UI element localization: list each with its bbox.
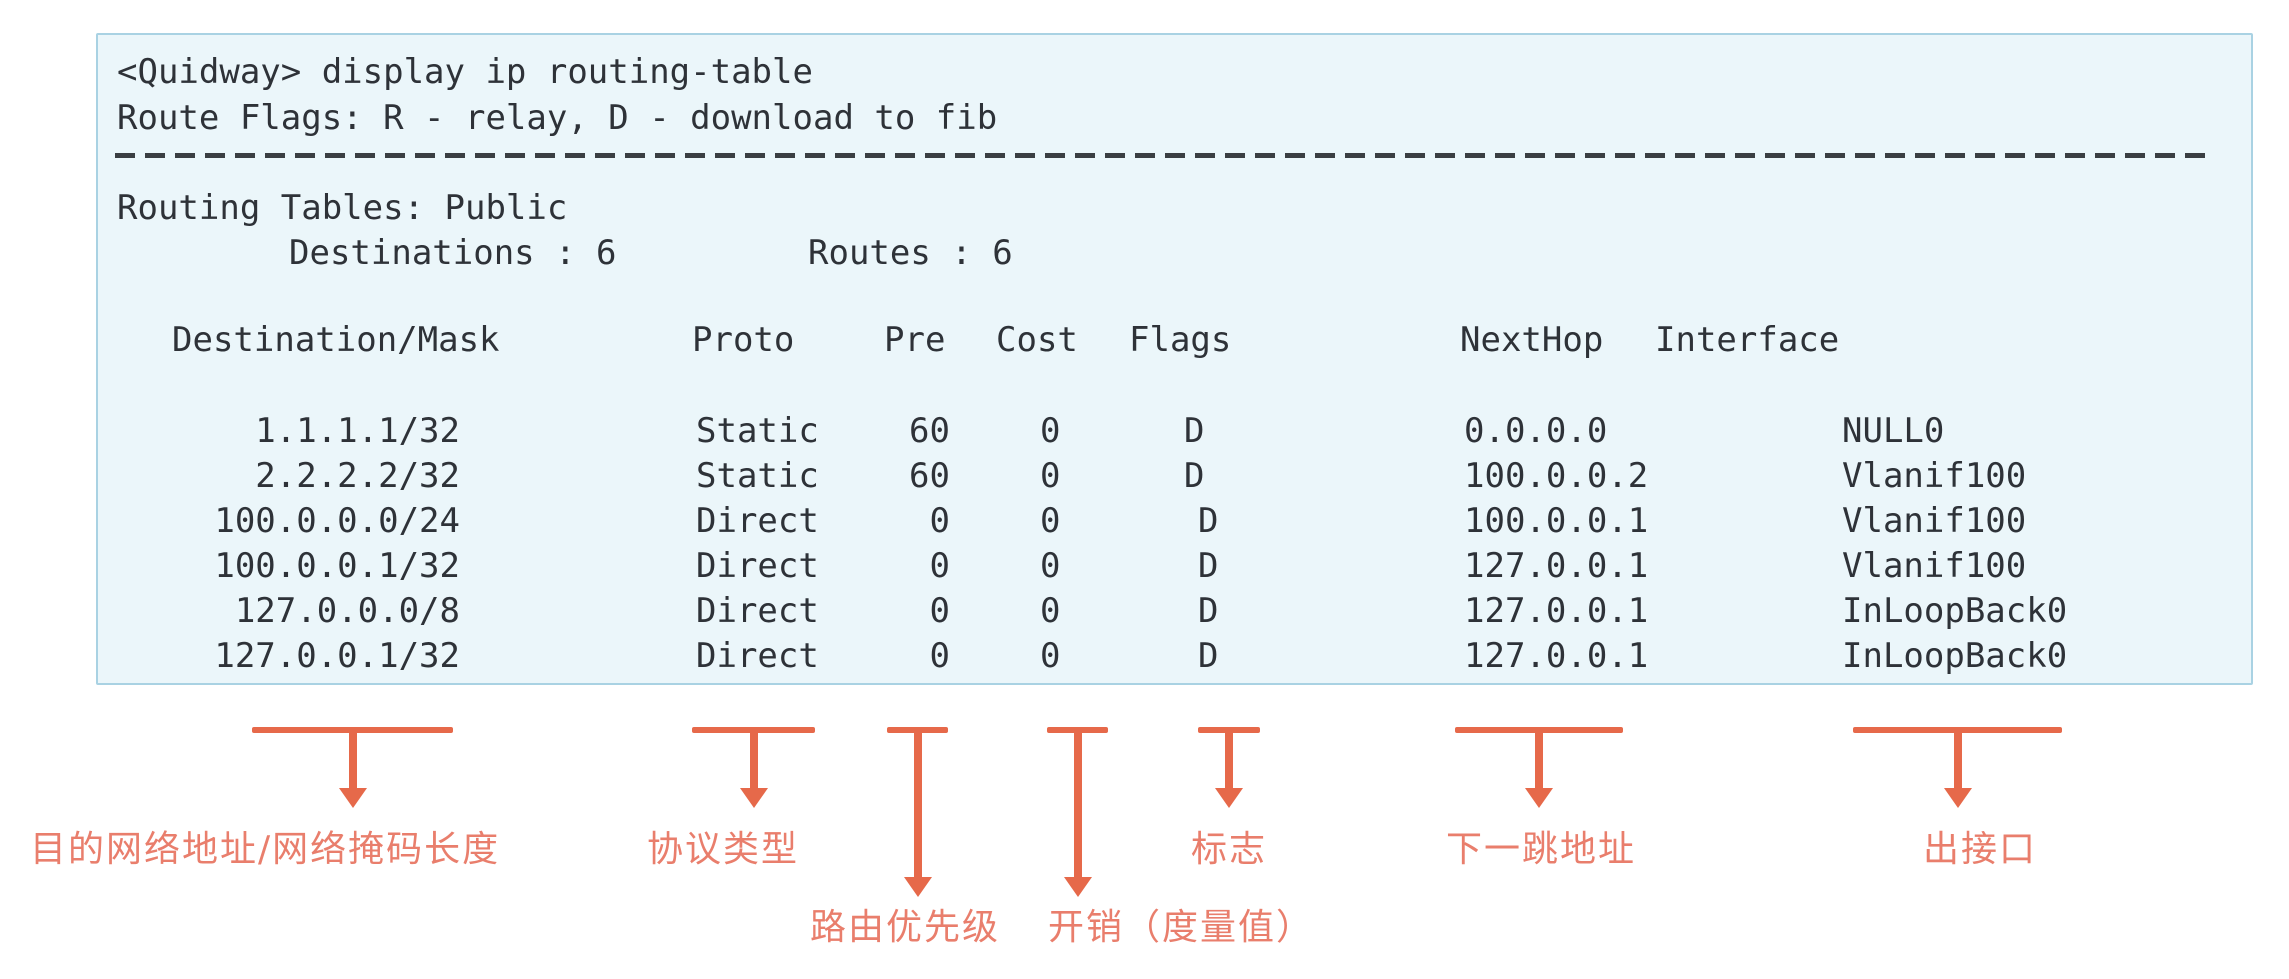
interface-cell: NULL0 [1842,411,1945,451]
bracket-bar [1853,727,2062,733]
proto-cell: Static [696,456,819,496]
header-cost: Cost [996,320,1078,360]
nexthop-cell: 127.0.0.1 [1464,591,1649,631]
proto-cell: Direct [696,546,819,586]
header-destination-mask: Destination/Mask [172,320,500,360]
header-interface: Interface [1655,320,1840,360]
flags-cell: D [1198,546,1219,586]
bracket-bar [692,727,815,733]
annotation-arrow-nexthop [1455,727,1623,808]
annotation-label-dest-mask: 目的网络地址/网络掩码长度 [30,829,501,870]
cost-cell: 0 [1040,546,1061,586]
bracket-bar [1198,727,1260,733]
header-flags: Flags [1129,320,1232,360]
annotation-arrow-proto [692,727,815,808]
nexthop-cell: 127.0.0.1 [1464,636,1649,676]
annotation-label-nexthop: 下一跳地址 [1446,829,1637,870]
table-row: 127.0.0.0/8 Direct 0 0 D 127.0.0.1 InLoo… [98,592,2251,630]
pre-cell: 0 [929,546,950,586]
flags-cell: D [1198,501,1219,541]
proto-cell: Direct [696,591,819,631]
destination-cell: 2.2.2.2/32 [255,456,460,496]
separator-dashed-line [115,153,2214,158]
bracket-bar [1455,727,1623,733]
down-arrow-icon [338,788,367,808]
down-arrow-icon [1063,877,1092,897]
annotation-arrow-cost [1047,727,1108,897]
table-row: 127.0.0.1/32 Direct 0 0 D 127.0.0.1 InLo… [98,637,2251,675]
bracket-bar [252,727,453,733]
table-row: 1.1.1.1/32 Static 60 0 D 0.0.0.0 NULL0 [98,412,2251,450]
cost-cell: 0 [1040,591,1061,631]
flags-cell: D [1184,411,1205,451]
annotation-label-flags: 标志 [1191,829,1268,870]
annotation-label-cost: 开销（度量值） [1048,907,1315,948]
nexthop-cell: 127.0.0.1 [1464,546,1649,586]
annotation-label-pre: 路由优先级 [810,907,1001,948]
destination-cell: 1.1.1.1/32 [255,411,460,451]
proto-cell: Direct [696,501,819,541]
bracket-bar [887,727,948,733]
cost-cell: 0 [1040,456,1061,496]
flags-cell: D [1198,636,1219,676]
interface-cell: Vlanif100 [1842,546,2027,586]
destination-cell: 100.0.0.1/32 [214,546,460,586]
route-flags-line: Route Flags: R - relay, D - download to … [117,98,998,138]
interface-cell: InLoopBack0 [1842,591,2068,631]
destination-cell: 127.0.0.0/8 [234,591,460,631]
routing-tables-line: Routing Tables: Public [117,188,568,228]
terminal-output-panel: <Quidway> display ip routing-table Route… [96,33,2253,685]
cost-cell: 0 [1040,411,1061,451]
header-pre: Pre [884,320,946,360]
pre-cell: 60 [909,456,950,496]
annotation-arrow-interface [1853,727,2062,808]
pre-cell: 0 [929,636,950,676]
annotation-arrow-pre [887,727,948,897]
table-row: 100.0.0.1/32 Direct 0 0 D 127.0.0.1 Vlan… [98,547,2251,585]
annotation-label-proto: 协议类型 [647,829,800,870]
interface-cell: Vlanif100 [1842,501,2027,541]
header-proto: Proto [692,320,795,360]
flags-cell: D [1184,456,1205,496]
cost-cell: 0 [1040,501,1061,541]
down-arrow-icon [739,788,768,808]
table-row: 2.2.2.2/32 Static 60 0 D 100.0.0.2 Vlani… [98,457,2251,495]
annotation-arrow-dest-mask [252,727,453,808]
interface-cell: Vlanif100 [1842,456,2027,496]
annotation-arrow-flags [1198,727,1260,808]
destination-cell: 127.0.0.1/32 [214,636,460,676]
pre-cell: 60 [909,411,950,451]
command-line: <Quidway> display ip routing-table [117,52,813,92]
destinations-count: Destinations : 6 [289,233,617,273]
bracket-bar [1047,727,1108,733]
routes-count: Routes : 6 [808,233,1013,273]
header-nexthop: NextHop [1460,320,1604,360]
destination-cell: 100.0.0.0/24 [214,501,460,541]
annotation-label-interface: 出接口 [1923,829,2038,870]
flags-cell: D [1198,591,1219,631]
interface-cell: InLoopBack0 [1842,636,2068,676]
nexthop-cell: 0.0.0.0 [1464,411,1608,451]
down-arrow-icon [1215,788,1243,808]
down-arrow-icon [1525,788,1553,808]
down-arrow-icon [1943,788,1972,808]
pre-cell: 0 [929,591,950,631]
down-arrow-icon [903,877,932,897]
cost-cell: 0 [1040,636,1061,676]
pre-cell: 0 [929,501,950,541]
proto-cell: Direct [696,636,819,676]
proto-cell: Static [696,411,819,451]
nexthop-cell: 100.0.0.1 [1464,501,1649,541]
table-header-row: Destination/Mask Proto Pre Cost Flags Ne… [98,321,2251,359]
nexthop-cell: 100.0.0.2 [1464,456,1649,496]
table-row: 100.0.0.0/24 Direct 0 0 D 100.0.0.1 Vlan… [98,502,2251,540]
